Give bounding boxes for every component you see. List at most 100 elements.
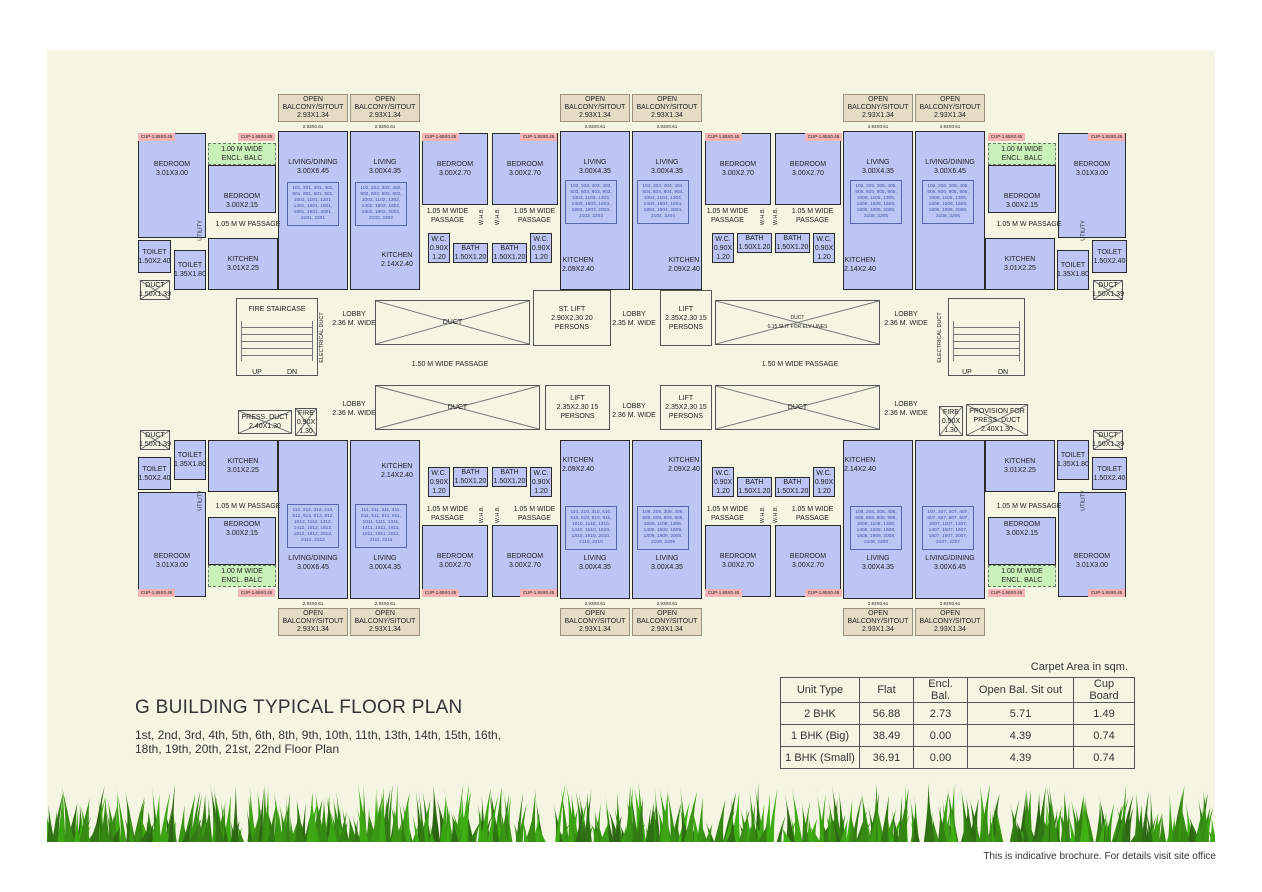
bottom-balcony-room: OPEN BALCONY/SITOUT 2.93X1.34 [915, 608, 985, 636]
col-unit-type: Unit Type [780, 677, 860, 703]
grass-blade [338, 811, 347, 842]
top-w-c-room: W.C. 0.90X 1.20 [712, 233, 734, 263]
passage-label: 1.05 M W PASSAGE [215, 502, 281, 510]
grass-blade [133, 799, 145, 842]
bottom-balcony-room: OPEN BALCONY/SITOUT 2.93X1.34 [560, 608, 630, 636]
top-bath-room: BATH 1.50X1.20 [737, 233, 772, 253]
bottom-balcony-room: OPEN BALCONY/SITOUT 2.93X1.34 [843, 608, 913, 636]
cell: 36.91 [859, 746, 914, 769]
whb-label: W.H.B. [760, 505, 767, 523]
bottom-w-c-room: W.C. 0.90X 1.20 [813, 467, 835, 497]
grass-blade [511, 818, 521, 842]
top-w-c-room: W.C. 0.90X 1.20 [813, 233, 835, 263]
grass-blade [1198, 795, 1206, 842]
grass-blade [1065, 801, 1071, 842]
bottom-toilet-room: TOILET 1.35X1.80 [174, 440, 206, 480]
top-living-room: LIVING 3.00X4.35 [632, 131, 702, 290]
grass-blade [696, 796, 704, 842]
flat-numbers-box: 111, 211, 311, 411, 511, 611, 811, 911, … [355, 504, 407, 548]
grass-blade [1114, 804, 1122, 842]
cupboard-label: CUP-1.65X0.45 [238, 133, 275, 141]
grass-blade [47, 805, 55, 842]
grass-blade [294, 798, 305, 842]
grass-blade [699, 820, 708, 842]
grass-blade [498, 816, 504, 842]
cupboard-label: CUP-1.65X0.45 [805, 133, 842, 141]
bottom-1-00-m-wide-room: 1.00 M WIDE ENCL. BALC [208, 565, 276, 587]
grass-blade [599, 820, 610, 842]
grass-blade [971, 814, 981, 842]
grass-blade [869, 808, 879, 842]
top-bedroom-room: BEDROOM 3.01X3.00 [138, 133, 206, 238]
utility-label: UTILITY [1081, 219, 1088, 241]
bottom-1-00-m-wide-room: 1.00 M WIDE ENCL. BALC [988, 565, 1056, 587]
top-1-00-m-wide-room: 1.00 M WIDE ENCL. BALC [208, 143, 276, 165]
lobby-label: LOBBY 2.36 M. WIDE [332, 401, 376, 417]
grass-blade [851, 795, 863, 842]
grass-blade [304, 815, 311, 842]
fire-duct: FIRE 0.90X 1.30 [295, 408, 317, 436]
cell: 56.88 [859, 702, 914, 725]
grass-blade [806, 815, 814, 842]
grass-blade [840, 819, 848, 842]
flat-numbers-box: 101, 201, 301, 401, 501, 601, 801, 901, … [287, 182, 339, 226]
top-w-c-room: W.C. 0.90X 1.20 [428, 233, 450, 263]
grass-blade [327, 809, 338, 842]
top-balcony-room: OPEN BALCONY/SITOUT 2.93X1.34 [915, 94, 985, 122]
grass-blade [912, 813, 920, 842]
cupboard-label: CUP-1.65X0.45 [138, 133, 175, 141]
grass-blade [1151, 812, 1159, 842]
grass-blade [410, 809, 420, 842]
grass-blade [592, 806, 604, 842]
passage-label: 1.50 M WIDE PASSAGE [761, 360, 839, 368]
grass-blade [223, 820, 229, 842]
grass-blade [114, 793, 122, 842]
electrical-duct: ELECTRICAL DUCT [319, 311, 325, 363]
top-w-c-room: W.C. 0.90X 1.20 [530, 233, 552, 263]
cell: 4.39 [967, 724, 1074, 747]
staircase [948, 298, 1025, 376]
grass-blade [979, 783, 991, 842]
grass-blade [859, 807, 869, 842]
grass-blade [306, 793, 316, 842]
top-bath-room: BATH 1.50X1.20 [453, 243, 488, 263]
grass-blade [232, 786, 239, 842]
flat-numbers-box: 112, 212, 312, 412, 512, 612, 812, 912, … [287, 504, 339, 548]
cupboard-label: CUP-1.65X0.45 [805, 589, 842, 597]
top-duct-room: DUCT 1.50X1.39 [139, 280, 171, 300]
cupboard-label: CUP-1.65X0.45 [988, 133, 1025, 141]
grass-blade [1009, 799, 1020, 842]
grass-blade [1055, 807, 1060, 842]
grass-blade [189, 800, 199, 842]
col-open-bal: Open Bal. Sit out [967, 677, 1074, 703]
passage-label: 1.05 M W PASSAGE [996, 502, 1062, 510]
passage-label: 1.05 M WIDE PASSAGE [791, 208, 834, 224]
bottom-bath-room: BATH 1.50X1.20 [492, 467, 527, 487]
bottom-bedroom-room: BEDROOM 3.00X2.70 [492, 525, 558, 597]
stair-down-label: DN [997, 368, 1009, 376]
grass-blade [439, 794, 448, 842]
cupboard-label: CUP-1.65X0.45 [1088, 133, 1125, 141]
passage-label: 1.05 M WIDE PASSAGE [426, 208, 469, 224]
grass-blade [406, 798, 411, 842]
bottom-kitchen-room: KITCHEN 3.01X2.25 [985, 440, 1055, 492]
grass-blade [891, 808, 900, 842]
balcony-strip-label: 2.93X0.61 [302, 124, 324, 129]
utility-label: UTILITY [198, 489, 205, 511]
balcony-strip-label: 2.93X0.61 [584, 124, 606, 129]
cell: 4.39 [967, 746, 1074, 769]
grass-blade [460, 782, 470, 842]
grass-blade [110, 826, 121, 842]
top-bedroom-room: BEDROOM 3.00X2.15 [988, 165, 1056, 213]
whb-label: W.H.B. [495, 505, 502, 523]
grass-blade [515, 791, 524, 842]
balcony-strip-label: 2.93X0.61 [584, 601, 606, 606]
grass-blade [168, 783, 176, 842]
grass-blade [370, 795, 384, 842]
grass-blade [487, 794, 499, 842]
stair-steps [241, 321, 313, 361]
grass-blade [213, 786, 224, 842]
grass-blade [1060, 814, 1068, 842]
grass-blade [313, 812, 323, 842]
